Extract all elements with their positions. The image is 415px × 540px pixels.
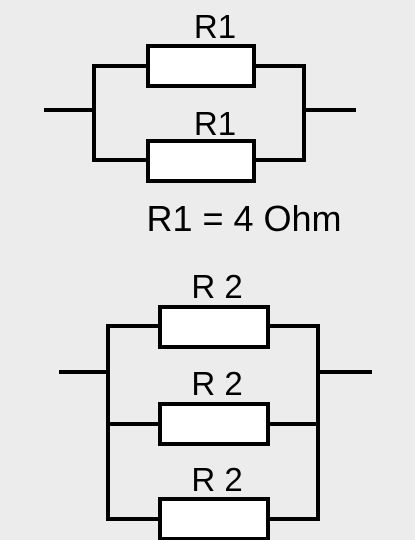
top-resistor-1-label: R1 xyxy=(194,8,236,45)
top-resistor-2 xyxy=(146,139,256,183)
top-circuit: R1 R1 R1 = 4 Ohm xyxy=(44,8,356,239)
bottom-resistor-2 xyxy=(158,402,270,446)
bottom-circuit: R 2 R 2 R 2 xyxy=(59,268,372,540)
bottom-resistor-1-label: R 2 xyxy=(191,268,242,305)
top-resistor-2-label: R1 xyxy=(194,105,236,142)
top-resistor-1 xyxy=(146,44,256,88)
resistance-equation: R1 = 4 Ohm xyxy=(146,198,341,239)
bottom-resistor-1 xyxy=(158,305,270,349)
bottom-resistor-3-label: R 2 xyxy=(191,461,242,498)
bottom-resistor-2-label: R 2 xyxy=(191,365,242,402)
bottom-resistor-3 xyxy=(158,497,270,540)
